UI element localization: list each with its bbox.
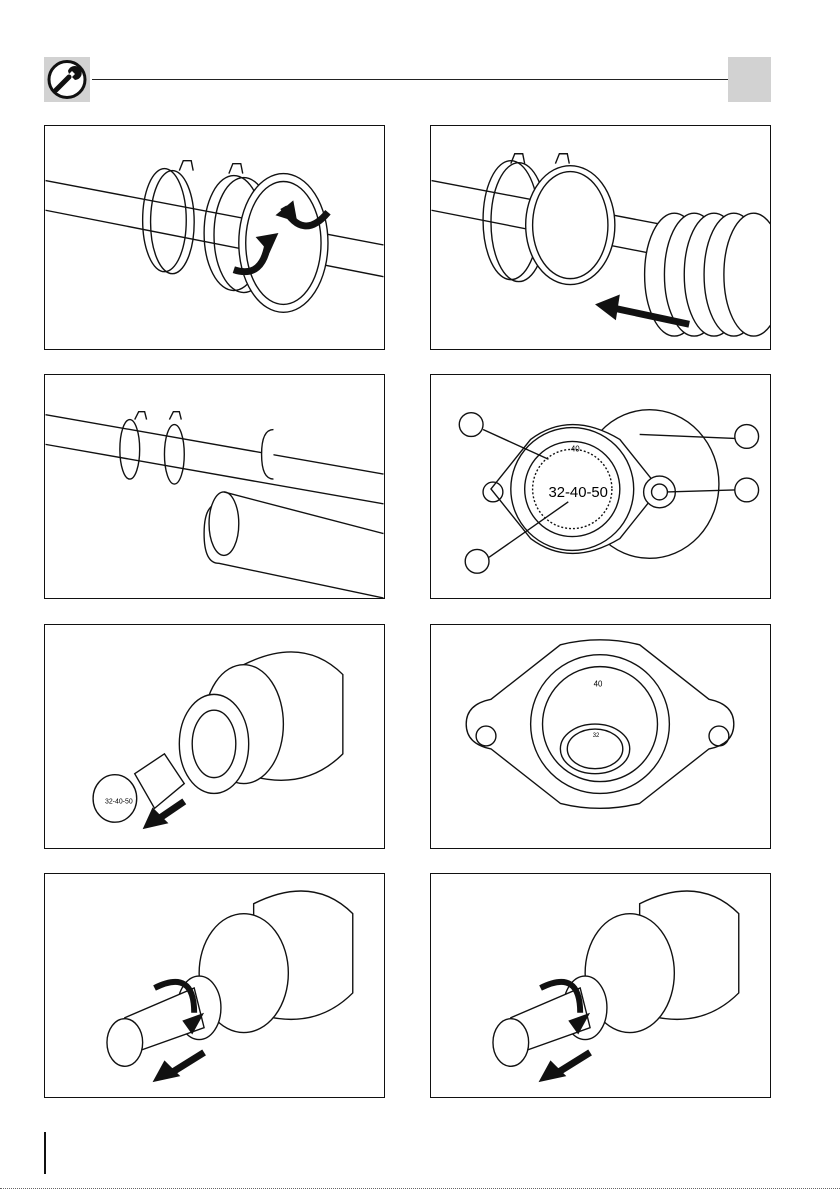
wrench-icon-box [44,57,90,102]
arrow-down-left-icon [143,801,185,829]
page-cut-line [0,1188,840,1189]
ring-size-label: 40 [594,679,603,688]
arrow-down-left-icon [539,1052,591,1082]
step-panel-3 [44,374,385,599]
wrench-icon [44,57,90,102]
header-rule [92,79,728,80]
pipe-clamp-illustration [45,126,384,349]
pipe-assembled-illustration [45,375,384,598]
header-tab [728,57,771,102]
size-label: 32-40-50 [548,485,607,501]
page-margin-bar [44,1132,46,1174]
step-panel-6: 40 32 [430,624,771,849]
pipe-insert-illustration [431,126,770,349]
inner-size-label: 32 [593,733,600,739]
cap-removal-illustration: 32-40-50 [45,625,384,848]
step-panel-7 [44,873,385,1098]
step-panel-8 [430,873,771,1098]
step-panel-5: 32-40-50 [44,624,385,849]
step-panel-1 [44,125,385,350]
cap-label: 32-40-50 [105,798,133,805]
flange-front-illustration: 40 32 [431,625,770,848]
rotate-pull-illustration [431,874,770,1097]
fitting-callout-illustration: 40 32-40-50 [431,375,770,598]
ring-size-label: 40 [571,444,580,453]
arrow-down-left-icon [153,1052,205,1082]
rotate-pull-illustration [45,874,384,1097]
step-panel-4: 40 32-40-50 [430,374,771,599]
step-panel-2 [430,125,771,350]
